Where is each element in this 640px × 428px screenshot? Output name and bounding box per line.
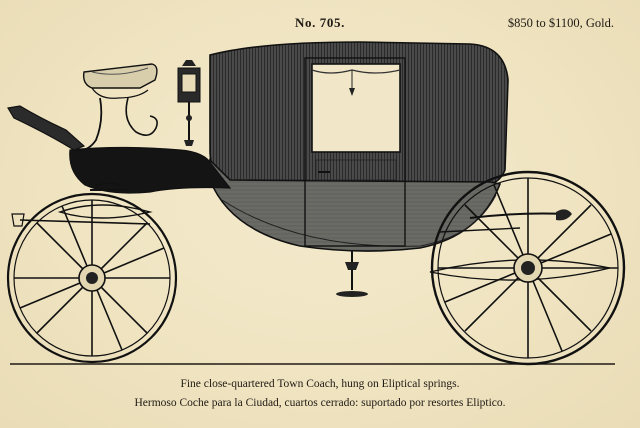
- driver-seat: [82, 63, 158, 89]
- price-range: $850 to $1100, Gold.: [507, 16, 614, 30]
- front-wheel: [6, 192, 178, 364]
- coach-step: [336, 291, 368, 297]
- door-window: [311, 63, 401, 153]
- caption-english: Fine close-quartered Town Coach, hung on…: [180, 378, 460, 390]
- front-sweep: [69, 146, 232, 194]
- footboard: [7, 105, 86, 151]
- caption-spanish: Hermoso Coche para la Ciudad, cuartos ce…: [134, 397, 506, 409]
- catalog-number: No. 705.: [295, 15, 345, 30]
- front-spring: [57, 204, 153, 219]
- coach-door: [304, 57, 406, 247]
- coach-lamp: [177, 60, 201, 146]
- rear-wheel: [430, 170, 626, 366]
